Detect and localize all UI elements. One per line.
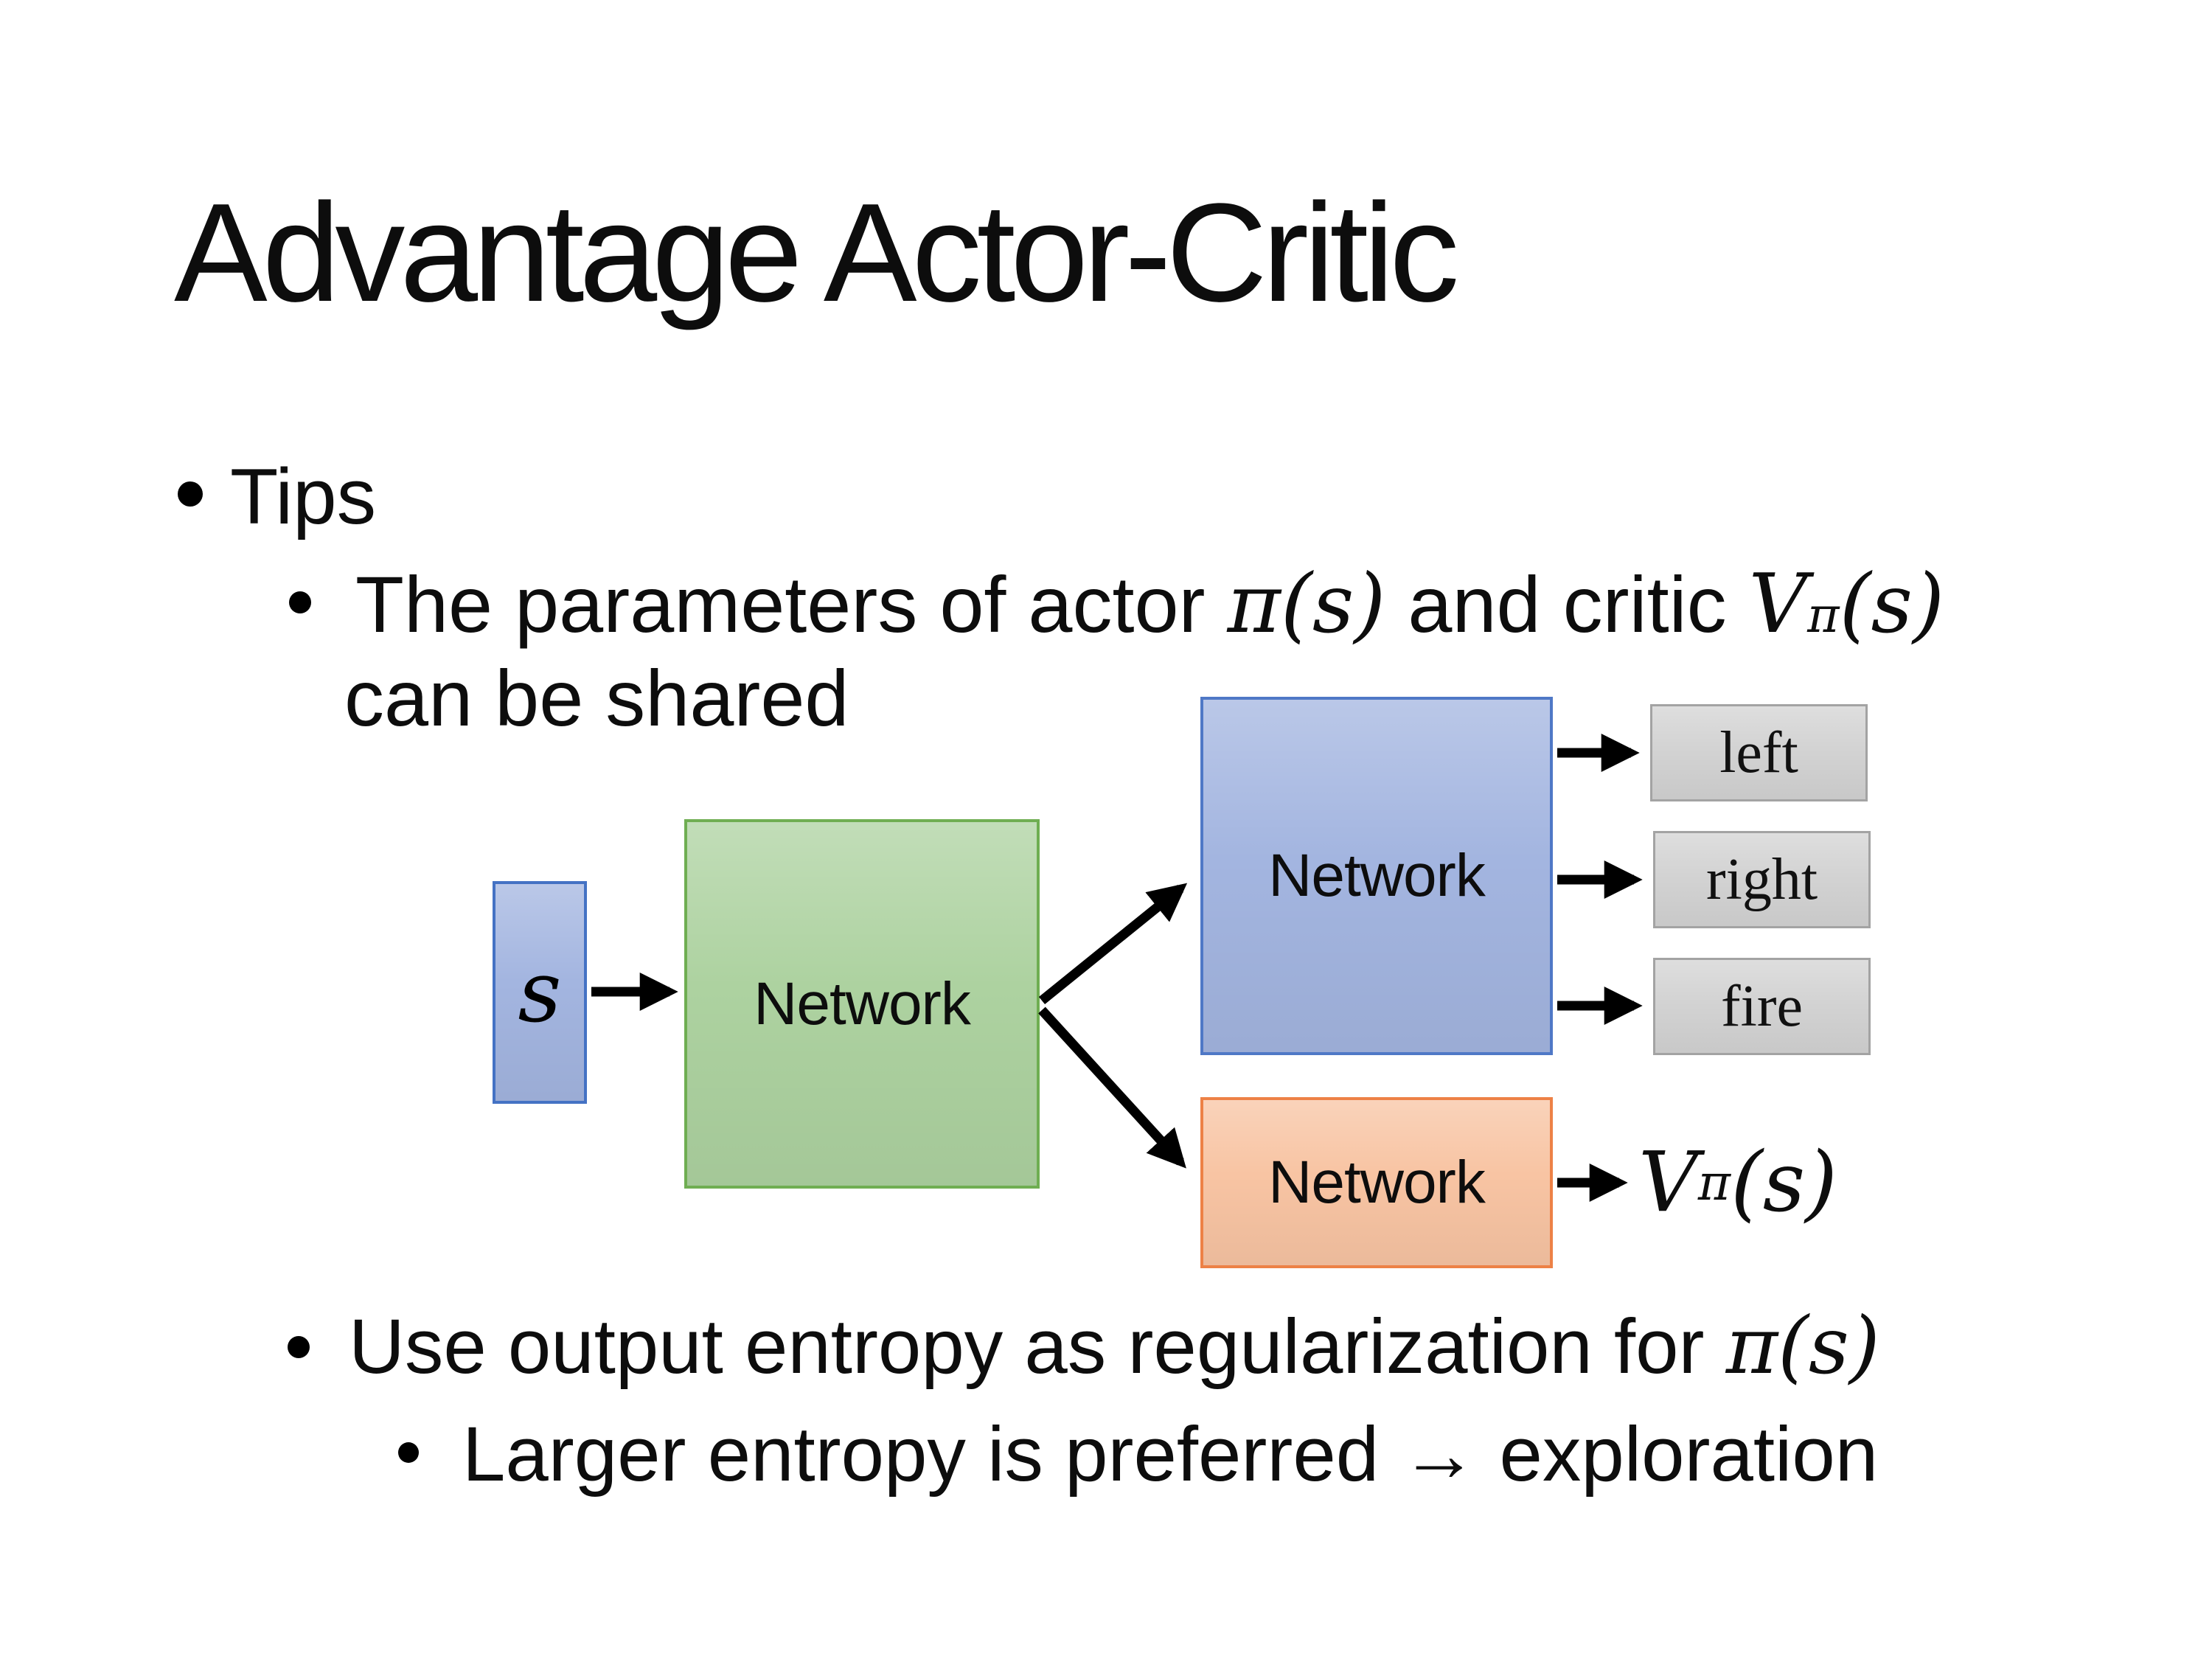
text-segment: The parameters of actor bbox=[355, 560, 1228, 649]
action-box-left: left bbox=[1650, 704, 1868, 801]
bullet-shared-params-line2: can be shared bbox=[344, 653, 849, 742]
critic-network-box: Network bbox=[1200, 1097, 1553, 1268]
bullet-larger-entropy: Larger entropy is preferred → exploratio… bbox=[462, 1411, 1879, 1498]
text-segment: Use output entropy as regularization for bbox=[349, 1304, 1726, 1390]
bullet-dot bbox=[288, 1336, 310, 1358]
action-box-fire: fire bbox=[1653, 958, 1871, 1055]
bullet-shared-params: The parameters of actor π(s) and critic … bbox=[355, 563, 1944, 644]
action-box-right: right bbox=[1653, 831, 1871, 928]
math-args: (s) bbox=[1731, 1135, 1837, 1231]
action-label: right bbox=[1705, 846, 1818, 912]
state-label: s bbox=[518, 943, 562, 1042]
action-label: left bbox=[1719, 720, 1798, 785]
math-args: (s) bbox=[1839, 557, 1945, 651]
arrow-shared-to-actor bbox=[1038, 883, 1188, 1005]
critic-network-label: Network bbox=[1268, 1149, 1486, 1216]
page-title: Advantage Actor-Critic bbox=[174, 175, 1459, 331]
state-input-box: s bbox=[493, 881, 587, 1104]
bullet-dot bbox=[398, 1442, 419, 1463]
math-pi-s: π(s) bbox=[1227, 557, 1386, 651]
bullet-dot bbox=[289, 591, 311, 613]
math-v: V bbox=[1748, 557, 1808, 651]
math-sup-pi: π bbox=[1807, 587, 1840, 644]
math-v-pi-s: Vπ(s) bbox=[1749, 557, 1944, 651]
bullet-dot bbox=[178, 481, 203, 507]
actor-network-label: Network bbox=[1268, 842, 1486, 909]
shared-network-box: Network bbox=[684, 819, 1040, 1189]
bullet-entropy-regularization: Use output entropy as regularization for… bbox=[349, 1307, 1880, 1386]
action-label: fire bbox=[1720, 973, 1803, 1039]
arrow-shared-to-critic bbox=[1038, 1006, 1186, 1169]
math-v: V bbox=[1638, 1135, 1698, 1231]
text-segment: and critic bbox=[1385, 560, 1749, 649]
math-pi-s: π(s) bbox=[1725, 1301, 1880, 1392]
bullet-tips: Tips bbox=[230, 452, 377, 540]
shared-network-label: Network bbox=[754, 970, 971, 1037]
actor-network-box: Network bbox=[1200, 697, 1553, 1055]
